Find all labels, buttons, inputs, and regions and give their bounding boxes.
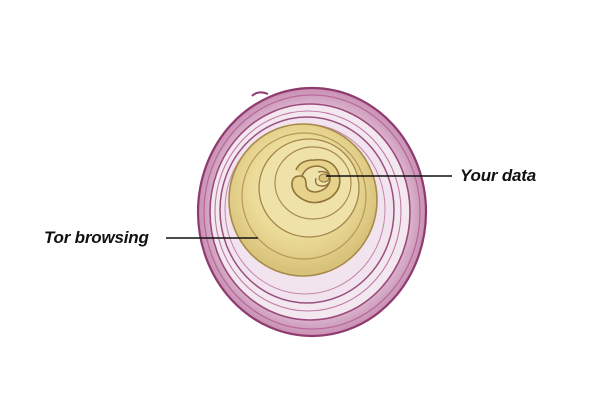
your-data-label: Your data (460, 166, 536, 185)
tor-browsing-label: Tor browsing (44, 228, 149, 247)
onion-inner-core (228, 123, 378, 277)
